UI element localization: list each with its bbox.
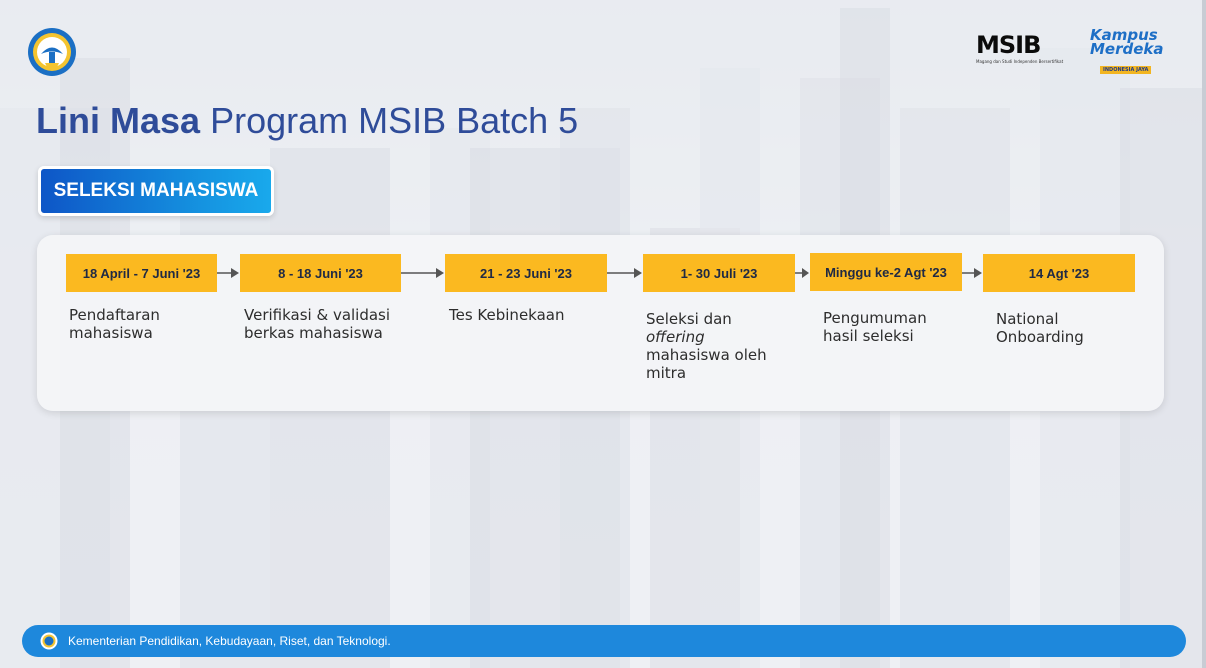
arrow-right-icon (795, 268, 809, 278)
msib-logo-text: MSIB (976, 31, 1041, 59)
arrow-right-icon (962, 268, 982, 278)
footer-text: Kementerian Pendidikan, Kebudayaan, Rise… (68, 634, 391, 648)
arrow-right-icon (401, 268, 444, 278)
timeline-desc-4-italic: offering (646, 328, 705, 346)
page-title: Lini Masa Program MSIB Batch 5 (36, 100, 578, 142)
timeline-desc-3: Tes Kebinekaan (449, 306, 565, 324)
timeline-desc-5: Pengumuman hasil seleksi (823, 309, 927, 345)
timeline-desc-1: Pendaftaran mahasiswa (69, 306, 160, 342)
kampus-merdeka-logo: Kampus Merdeka INDONESIA JAYA (1090, 28, 1182, 74)
msib-logo: MSIB Magang dan Studi Independen Bersert… (976, 32, 1072, 66)
kampus-merdeka-line2: Merdeka (1090, 40, 1164, 58)
timeline-desc-4-post: mahasiswa oleh mitra (646, 346, 767, 382)
timeline-date-5: Minggu ke-2 Agt '23 (810, 253, 962, 291)
timeline-panel: 18 April - 7 Juni '23 8 - 18 Juni '23 21… (37, 235, 1164, 411)
timeline-desc-6: National Onboarding (996, 310, 1084, 346)
kampus-merdeka-tag: INDONESIA JAYA (1100, 66, 1152, 74)
page-title-bold: Lini Masa (36, 100, 201, 141)
timeline-date-3: 21 - 23 Juni '23 (445, 254, 607, 292)
section-label-seleksi-mahasiswa: SELEKSI MAHASISWA (38, 166, 274, 216)
footer-bar: Kementerian Pendidikan, Kebudayaan, Rise… (22, 625, 1186, 657)
kampus-merdeka-line1: Kampus (1090, 26, 1158, 44)
timeline-date-2: 8 - 18 Juni '23 (240, 254, 401, 292)
tut-wuri-handayani-logo (28, 28, 76, 76)
right-frame-edge (1202, 0, 1206, 668)
msib-logo-tagline: Magang dan Studi Independen Bersertifika… (976, 59, 1064, 64)
arrow-right-icon (607, 268, 642, 278)
page-title-rest: Program MSIB Batch 5 (210, 100, 579, 141)
arrow-right-icon (217, 268, 239, 278)
tut-wuri-handayani-logo (40, 632, 58, 650)
timeline-desc-4: Seleksi dan offering mahasiswa oleh mitr… (646, 310, 767, 382)
timeline-desc-2: Verifikasi & validasi berkas mahasiswa (244, 306, 391, 342)
timeline-date-1: 18 April - 7 Juni '23 (66, 254, 217, 292)
timeline-desc-4-pre: Seleksi dan (646, 310, 732, 328)
timeline-date-6: 14 Agt '23 (983, 254, 1135, 292)
timeline-date-4: 1- 30 Juli '23 (643, 254, 795, 292)
